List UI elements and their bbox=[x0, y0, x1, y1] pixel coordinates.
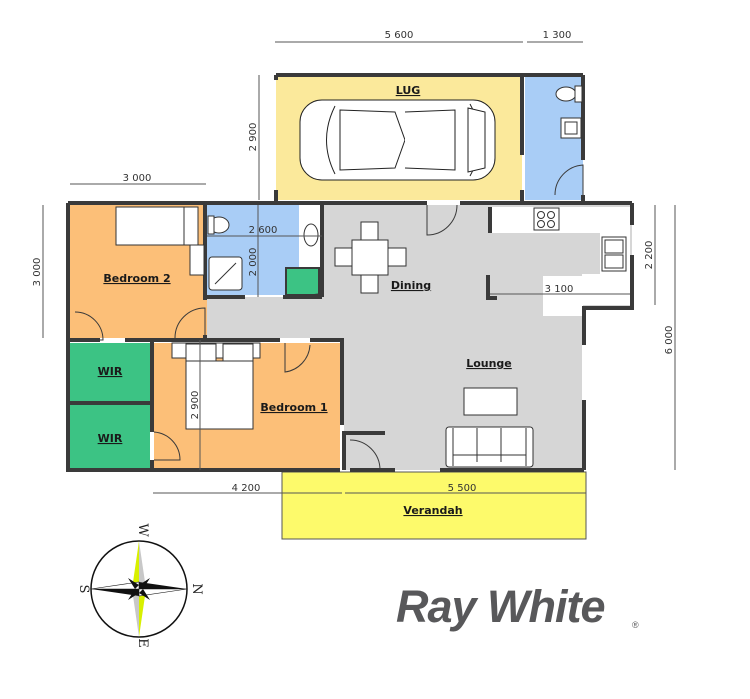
car-icon bbox=[299, 99, 496, 181]
doors bbox=[74, 164, 584, 471]
room-label-lounge: Lounge bbox=[466, 357, 512, 370]
kitchen-island bbox=[543, 276, 583, 316]
garage-toilet-icon bbox=[555, 85, 583, 139]
bed-double-icon bbox=[171, 342, 261, 430]
compass-west-label: W bbox=[135, 523, 150, 537]
dim-garage-depth: 2 900 bbox=[248, 123, 259, 152]
compass-rose-icon bbox=[90, 540, 188, 638]
dim-garage-wc-width: 1 300 bbox=[543, 30, 572, 41]
verandah-floor bbox=[281, 471, 587, 540]
dim-house-depth: 6 000 bbox=[664, 326, 675, 355]
dim-bedroom2-depth: 3 000 bbox=[32, 258, 43, 287]
dim-bedroom1-depth: 2 900 bbox=[190, 391, 201, 420]
room-label-wir-top: WIR bbox=[98, 365, 123, 378]
dim-bathroom-depth: 2 000 bbox=[248, 248, 259, 277]
bed-single-icon bbox=[115, 206, 205, 276]
bathroom-fixtures-icon bbox=[207, 215, 319, 291]
coffee-table-icon bbox=[463, 387, 518, 416]
dining-table-icon bbox=[334, 221, 407, 294]
dim-bedroom2-width: 3 000 bbox=[123, 173, 152, 184]
dim-kitchen-depth: 2 200 bbox=[644, 241, 655, 270]
dim-verandah-width: 5 500 bbox=[448, 483, 477, 494]
brand-registered-mark: ® bbox=[632, 620, 639, 630]
sofa-icon bbox=[445, 426, 534, 468]
dim-kitchen-width: 3 100 bbox=[545, 284, 574, 295]
room-label-verandah: Verandah bbox=[403, 504, 462, 517]
compass-east-label: E bbox=[135, 638, 150, 648]
cooktop-icon bbox=[533, 207, 560, 231]
wir-top-floor bbox=[70, 343, 150, 401]
kitchen-sink-icon bbox=[601, 236, 627, 272]
dim-bedroom1-width: 4 200 bbox=[232, 483, 261, 494]
room-label-dining: Dining bbox=[391, 279, 431, 292]
room-label-bedroom1: Bedroom 1 bbox=[260, 401, 327, 414]
wir-bottom-floor bbox=[70, 405, 150, 468]
kitchen-bench bbox=[490, 207, 630, 316]
room-label-garage: LUG bbox=[396, 84, 421, 97]
living-floor bbox=[207, 205, 632, 470]
dimension-lines bbox=[42, 41, 676, 494]
room-label-bedroom2: Bedroom 2 bbox=[103, 272, 170, 285]
brand-logo: Ray White bbox=[396, 581, 606, 632]
linen-cupboard bbox=[285, 267, 320, 296]
room-label-wir-bottom: WIR bbox=[98, 432, 123, 445]
dim-bathroom-width: 2 600 bbox=[249, 225, 278, 236]
walls bbox=[66, 73, 634, 472]
dim-garage-width: 5 600 bbox=[385, 30, 414, 41]
compass-north-label: N bbox=[189, 583, 204, 594]
compass-south-label: S bbox=[76, 585, 91, 594]
